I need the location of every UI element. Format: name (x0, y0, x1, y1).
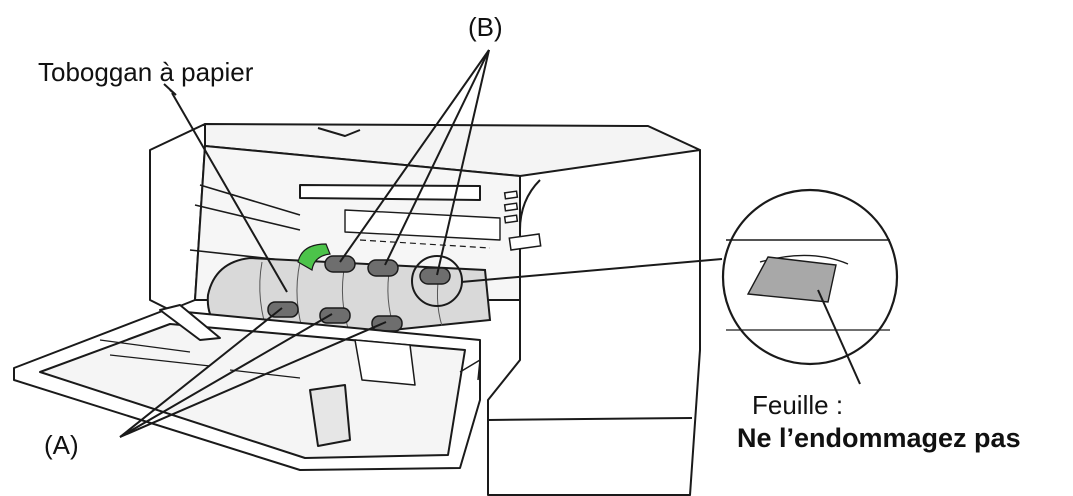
green-tab (297, 243, 331, 271)
label-sheet: Feuille : (752, 390, 844, 420)
upper-rollers-b (324, 255, 451, 285)
control-panel-indicators (503, 190, 542, 251)
zoom-inset (721, 188, 899, 366)
label-warning: Ne l’endommagez pas (737, 423, 1021, 453)
label-b-rollers: (B) (468, 12, 503, 42)
sheet-inset (746, 256, 837, 303)
label-a-rollers: (A) (44, 430, 79, 460)
label-paper-chute: Toboggan à papier (38, 57, 254, 87)
feed-tray (13, 304, 481, 471)
callout-lines (119, 49, 861, 438)
